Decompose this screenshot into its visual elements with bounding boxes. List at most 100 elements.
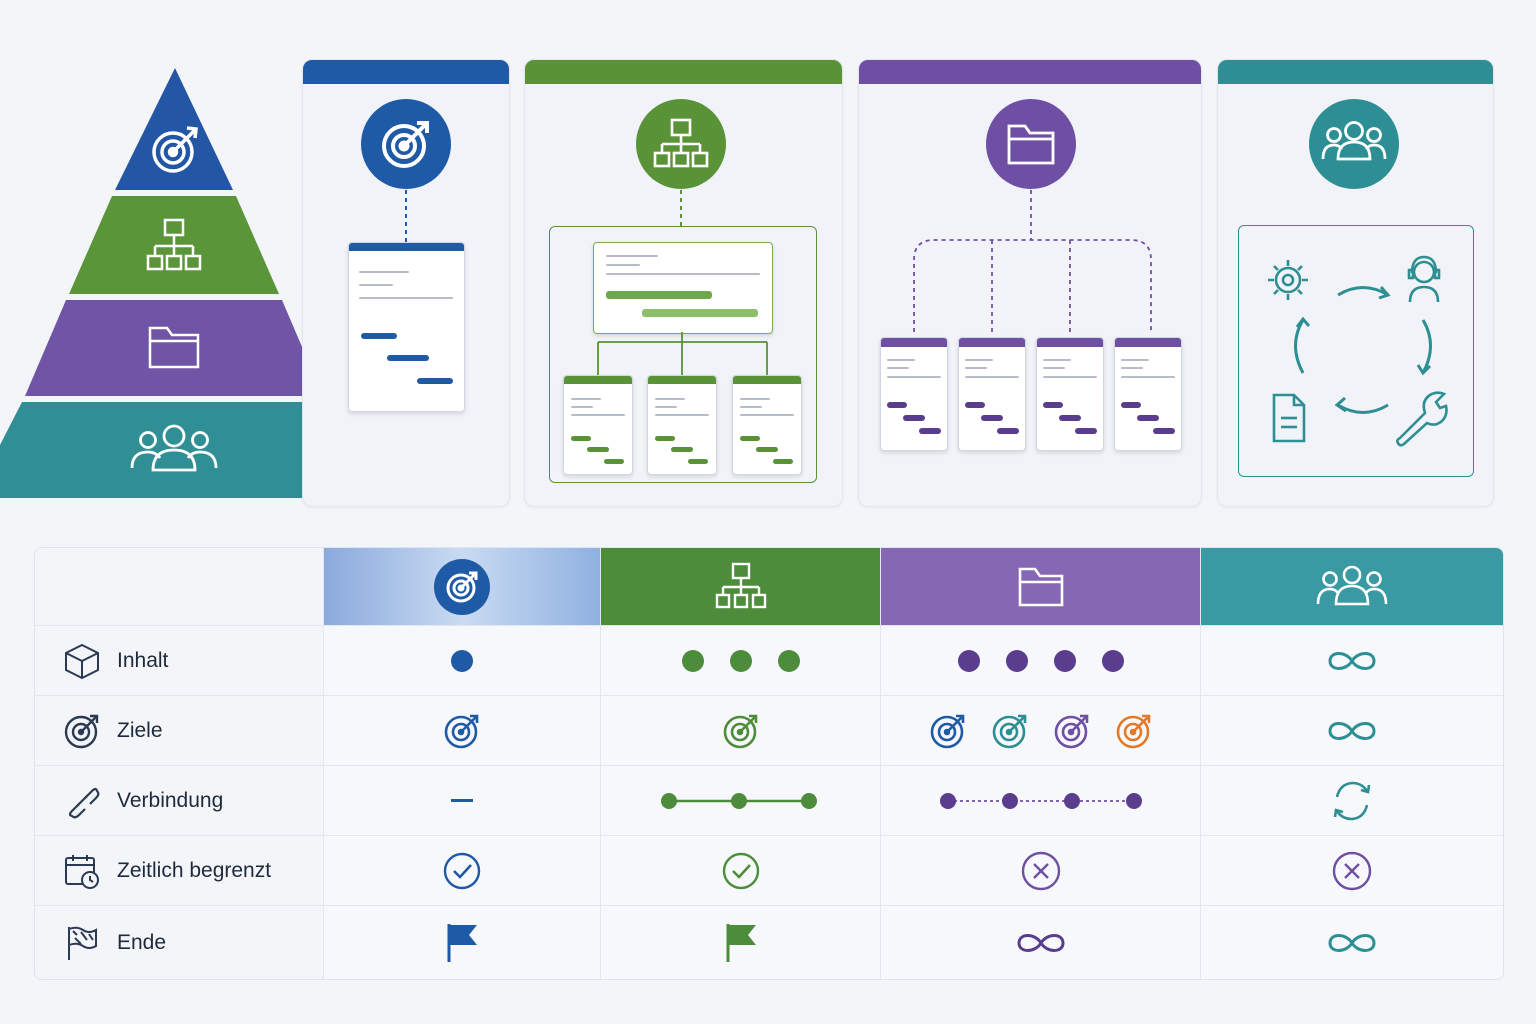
team-icon: [1316, 565, 1388, 605]
cell-inhalt-program: [601, 626, 881, 696]
cell-zeitlich-program: [601, 836, 881, 906]
cell-verbindung-portfolio: [881, 766, 1201, 836]
connector-line: [680, 190, 682, 226]
column-header-program: [601, 548, 881, 626]
connected-nodes: [660, 792, 817, 809]
cell-ende-operations: [1201, 906, 1503, 979]
card-single-project: [302, 59, 510, 507]
project-document-3: [732, 375, 802, 475]
connector-line: [405, 190, 407, 242]
row-label-text: Verbindung: [117, 788, 224, 812]
comparison-table: Inhalt Ziele Verbindung: [34, 547, 1504, 980]
pyramid-level-3: [25, 300, 323, 396]
portfolio-document-3: [1036, 337, 1104, 451]
portfolio-document-4: [1114, 337, 1182, 451]
pyramid: [0, 68, 366, 498]
column-header-portfolio: [881, 548, 1201, 626]
row-label-verbindung: Verbindung: [35, 766, 324, 836]
cell-ziele-project: [324, 696, 601, 766]
card-header: [1218, 60, 1493, 84]
gear-icon: [1268, 260, 1308, 300]
card-icon-badge: [636, 99, 726, 189]
support-agent-icon: [1407, 255, 1441, 303]
card-program: [524, 59, 843, 507]
infinity-icon: [1328, 651, 1376, 670]
wrench-icon: [1396, 391, 1448, 447]
portfolio-document-2: [958, 337, 1026, 451]
cell-inhalt-portfolio: [881, 626, 1201, 696]
content-dot: [1101, 649, 1124, 672]
infinity-icon: [1016, 933, 1065, 952]
cell-ziele-program: [601, 696, 881, 766]
cube-icon: [63, 642, 101, 680]
cell-ziele-portfolio: [881, 696, 1201, 766]
operations-cycle: [1268, 255, 1448, 447]
x-circle-icon: [1021, 851, 1060, 890]
folder-icon: [1018, 567, 1063, 606]
project-document-1: [563, 375, 633, 475]
target-icon: [1054, 714, 1088, 748]
target-icon: [930, 714, 964, 748]
cell-zeitlich-portfolio: [881, 836, 1201, 906]
row-label-ziele: Ziele: [35, 696, 324, 766]
portfolio-document-1: [880, 337, 948, 451]
infinity-icon: [1328, 933, 1376, 952]
content-dot: [1005, 649, 1028, 672]
cell-inhalt-operations: [1201, 626, 1503, 696]
target-icon: [992, 714, 1026, 748]
gantt-document: [348, 242, 465, 412]
cell-verbindung-project: [324, 766, 601, 836]
content-dot: [777, 649, 800, 672]
card-header: [859, 60, 1201, 84]
pyramid-level-1: [115, 68, 233, 190]
org-chart-icon: [146, 218, 202, 271]
cell-ende-program: [601, 906, 881, 979]
content-dot: [681, 649, 704, 672]
row-label-zeitlich-begrenzt: Zeitlich begrenzt: [35, 836, 324, 906]
org-chart-icon: [653, 118, 709, 168]
row-label-text: Inhalt: [117, 648, 169, 672]
target-icon: [1116, 714, 1150, 748]
target-icon: [444, 714, 479, 748]
cycle-icon: [1333, 781, 1371, 820]
check-circle-icon: [443, 852, 481, 889]
program-main-document: [593, 242, 773, 334]
target-icon: [723, 714, 757, 748]
card-icon-badge: [986, 99, 1076, 189]
target-icon: [382, 121, 429, 168]
team-icon: [130, 424, 218, 472]
program-connectors: [597, 332, 768, 376]
cell-verbindung-operations: [1201, 766, 1503, 836]
link-icon: [63, 782, 101, 820]
target-icon: [152, 126, 198, 173]
cycle-arrows: [1294, 286, 1432, 414]
project-document-2: [647, 375, 717, 475]
row-label-text: Ziele: [117, 718, 163, 742]
cell-zeitlich-project: [324, 836, 601, 906]
cell-ende-portfolio: [881, 906, 1201, 979]
target-icon: [63, 712, 101, 750]
folder-icon: [1007, 124, 1055, 165]
column-header-project: [324, 548, 601, 626]
x-circle-icon: [1332, 851, 1372, 890]
check-circle-icon: [722, 852, 759, 889]
column-header-operations: [1201, 548, 1503, 626]
card-icon-badge: [361, 99, 451, 189]
card-header: [525, 60, 842, 84]
finish-flag-icon: [63, 924, 101, 962]
calendar-clock-icon: [63, 852, 101, 890]
content-dot: [729, 649, 752, 672]
operations-frame: [1238, 225, 1474, 477]
row-label-text: Zeitlich begrenzt: [117, 858, 272, 882]
team-icon: [1321, 121, 1387, 161]
card-portfolio: [858, 59, 1202, 507]
document-icon: [1272, 393, 1306, 443]
loosely-connected-nodes: [939, 792, 1142, 809]
row-label-inhalt: Inhalt: [35, 626, 324, 696]
folder-icon: [148, 326, 200, 369]
row-label-ende: Ende: [35, 906, 324, 979]
cell-zeitlich-operations: [1201, 836, 1503, 906]
target-icon: [434, 558, 490, 615]
content-dot: [1053, 649, 1076, 672]
portfolio-connectors: [913, 190, 1152, 332]
